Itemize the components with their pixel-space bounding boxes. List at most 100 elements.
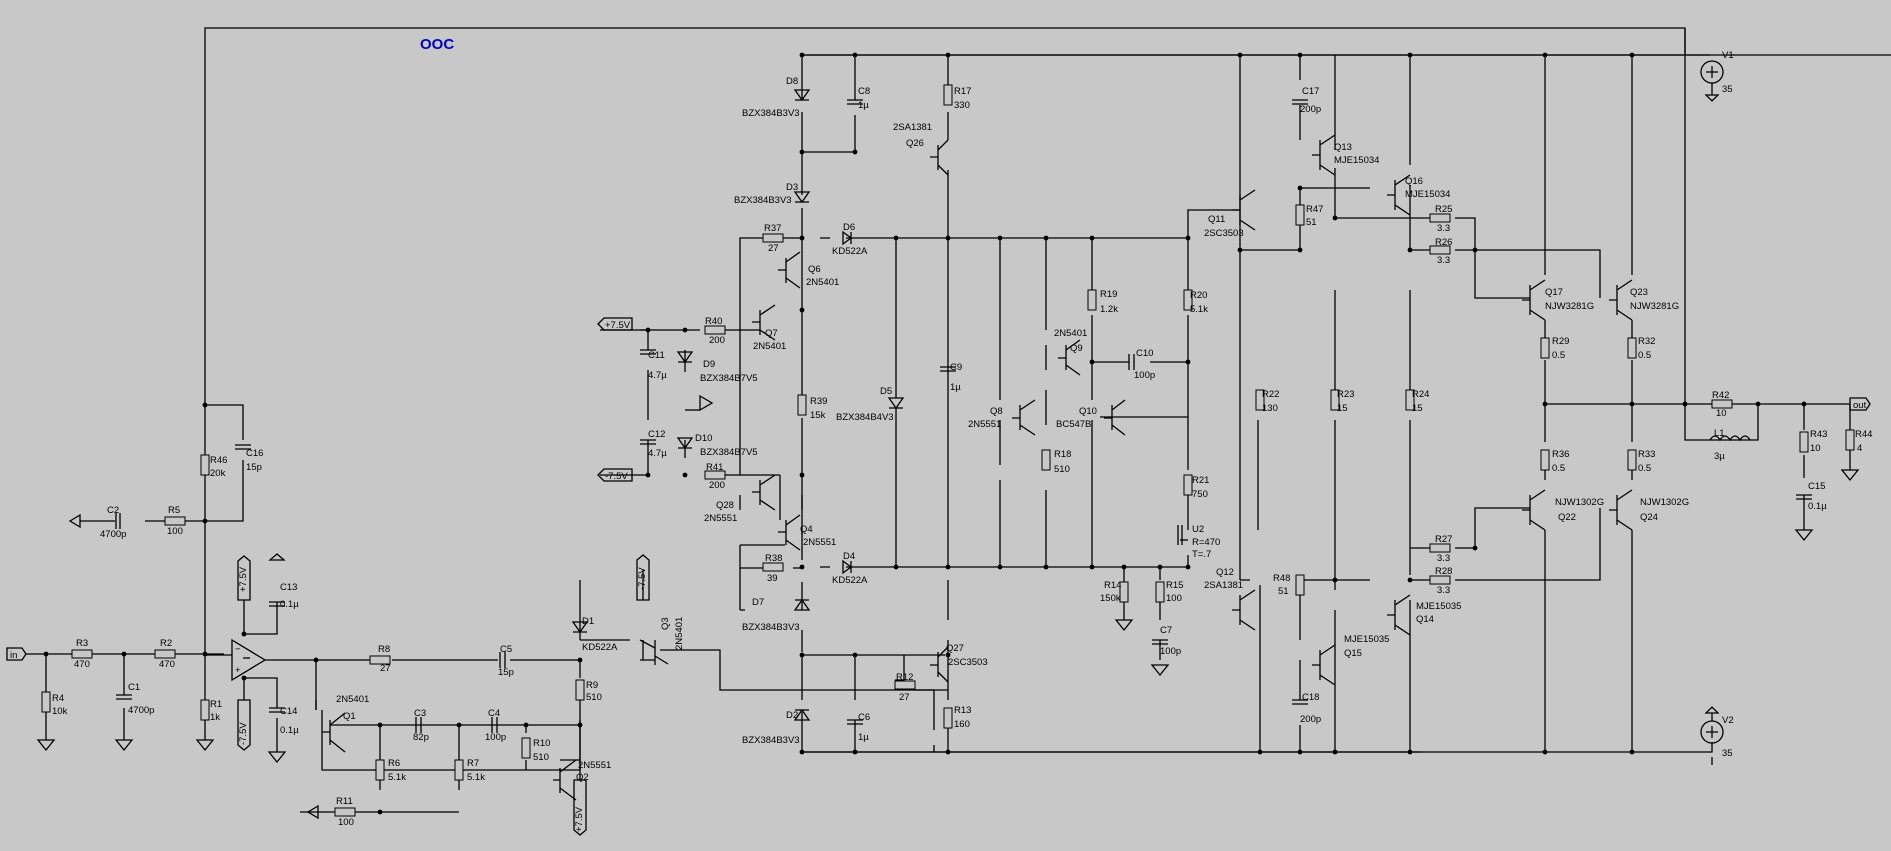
label-bias-r18: R18 <box>1054 449 1071 460</box>
junction-dot <box>1407 749 1413 755</box>
label-output-c15: C15 <box>1808 481 1825 492</box>
junction-dot <box>1682 401 1688 407</box>
junction-dot <box>1472 247 1478 253</box>
junction-dot <box>1629 401 1635 407</box>
label-output-q24: Q24 <box>1640 512 1658 523</box>
resistor-r18 <box>1041 449 1051 471</box>
junction-dot <box>1237 247 1243 253</box>
label-input-c14v: 0.1µ <box>280 725 299 736</box>
resistor-r24 <box>1405 389 1415 411</box>
junction-dot <box>799 52 805 58</box>
label-output-r32: R32 <box>1638 336 1655 347</box>
label-mid-c6v: 1µ <box>858 732 869 743</box>
label-output-l1v: 3µ <box>1714 451 1725 462</box>
label-output-r25v: 3.3 <box>1437 223 1450 234</box>
label-output-r47v: 51 <box>1306 217 1317 228</box>
label-vas_left-c4: C4 <box>488 708 500 719</box>
port-c13-top <box>268 553 286 561</box>
label-output-q14: Q14 <box>1416 614 1434 625</box>
label-input-c1v: 4700p <box>128 705 154 716</box>
label-vas_left-d1m: KD522A <box>582 642 618 653</box>
label-mid-c6: C6 <box>858 712 870 723</box>
label-vas_left-r6v: 5.1k <box>388 772 406 783</box>
capacitor-c2 <box>115 513 121 529</box>
label-output-r48: R48 <box>1273 573 1290 584</box>
label-input-r1v: 1k <box>210 712 220 723</box>
label-bias-c10: C10 <box>1136 348 1153 359</box>
label-output-r22: R22 <box>1262 389 1279 400</box>
resistor-r14 <box>1119 581 1129 603</box>
label-input-c13: C13 <box>280 582 297 593</box>
resistor-r27 <box>1429 543 1451 553</box>
label-vas_left-q3m: 2N5401 <box>674 617 685 650</box>
label-vas_left-c3: C3 <box>414 708 426 719</box>
label-output-r42: R42 <box>1712 390 1729 401</box>
resistor-r47 <box>1295 204 1305 226</box>
label-mid-q7m: 2N5401 <box>753 341 786 352</box>
resistors <box>71 213 1733 817</box>
label-output-r32v: 0.5 <box>1638 350 1651 361</box>
label-input-r4: R4 <box>52 693 64 704</box>
label-output-q13: Q13 <box>1334 142 1352 153</box>
label-mid-c11: C11 <box>648 350 665 361</box>
transistor-q3 <box>639 639 669 665</box>
label-output-q17m: NJW3281G <box>1545 301 1594 312</box>
capacitor-c17 <box>1292 99 1308 105</box>
capacitor-c7 <box>1152 639 1168 645</box>
junction-dot <box>1332 577 1338 583</box>
label-bias-r14v: 150k <box>1100 593 1121 604</box>
diode-d2 <box>793 708 811 721</box>
port-p75-q2 <box>573 779 587 836</box>
transistor-q24 <box>1609 489 1633 531</box>
label-output-c18v: 200p <box>1300 714 1321 725</box>
junction-dot <box>202 518 208 524</box>
transistor-q17 <box>1522 279 1546 321</box>
port-out <box>1849 397 1871 411</box>
label-output-q23: Q23 <box>1630 287 1648 298</box>
opamp-plus: + <box>235 665 241 676</box>
port-r11-arrow <box>306 804 319 820</box>
capacitor-c10 <box>1128 354 1135 370</box>
wires <box>26 27 1891 813</box>
label-output-r43v: 10 <box>1810 443 1821 454</box>
junction-dot <box>945 235 951 241</box>
label-vas_left-q1: Q1 <box>343 711 356 722</box>
label-output-r48v: 51 <box>1278 586 1289 597</box>
label-output-q17: Q17 <box>1545 287 1563 298</box>
resistor-r22 <box>1255 389 1265 411</box>
port-in <box>6 647 27 661</box>
junction-dot <box>1542 401 1548 407</box>
label-vas_left-r9v: 510 <box>586 692 602 703</box>
label-output-r26: R26 <box>1435 237 1452 248</box>
junction-dot <box>945 52 951 58</box>
resistor-r19 <box>1087 289 1097 311</box>
resistor-r48 <box>1295 574 1305 596</box>
label-mid-d7: D7 <box>752 597 764 608</box>
capacitor-c13 <box>269 601 285 607</box>
capacitor-c11 <box>640 349 656 355</box>
label-mid-c12: C12 <box>648 429 665 440</box>
transistor-q26 <box>930 139 949 176</box>
transistor-q23 <box>1609 279 1633 321</box>
transistor-q10 <box>1104 399 1126 436</box>
resistor-r32 <box>1627 337 1637 359</box>
label-output-r28v: 3.3 <box>1437 585 1450 596</box>
resistor-r26 <box>1429 245 1451 255</box>
junction-dot <box>1629 52 1635 58</box>
label-output-q22m: NJW1302G <box>1555 497 1604 508</box>
label-vas_left-q2: Q2 <box>576 772 589 783</box>
label-output-r29v: 0.5 <box>1552 350 1565 361</box>
label-bias-q9m: 2N5401 <box>1054 328 1087 339</box>
resistor-r1 <box>200 699 210 721</box>
label-mid-r13: R13 <box>954 705 971 716</box>
capacitor-c16 <box>235 444 251 450</box>
label-output-r24: R24 <box>1412 389 1429 400</box>
resistor-r42 <box>1711 399 1733 409</box>
capacitor-c5 <box>499 652 506 668</box>
label-bias-r14: R14 <box>1104 580 1121 591</box>
resistor-r9 <box>575 679 585 701</box>
junction-dot <box>799 472 805 478</box>
capacitor-c1 <box>116 694 132 700</box>
label-vas_left-c4v: 100p <box>485 732 506 743</box>
